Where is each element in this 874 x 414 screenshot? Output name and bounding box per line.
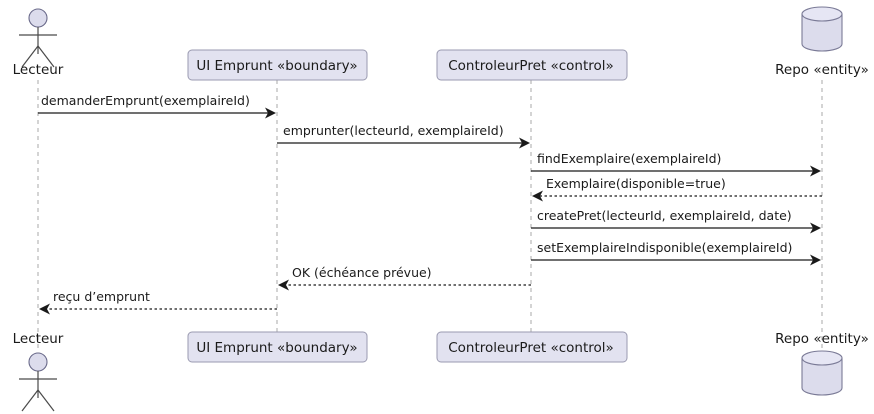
participant-box-ui_emprunt (187, 49, 368, 81)
participant-ui_emprunt-bottom[interactable]: UI Emprunt «boundary» (187, 331, 368, 363)
message-label: findExemplaire(exemplaireId) (537, 151, 721, 166)
message-5-controleur_pret-to-repo[interactable]: createPret(lecteurId, exemplaireId, date… (531, 208, 821, 234)
message-label: reçu d’emprunt (53, 289, 150, 304)
message-label: createPret(lecteurId, exemplaireId, date… (537, 208, 792, 223)
participant-lecteur-bottom[interactable]: Lecteur (13, 331, 64, 412)
participant-label-lecteur: Lecteur (13, 331, 64, 347)
message-1-lecteur-to-ui_emprunt[interactable]: demanderEmprunt(exemplaireId) (38, 93, 276, 119)
database-top-icon (801, 350, 843, 366)
participant-label-repo: Repo «entity» (775, 62, 869, 78)
message-2-ui_emprunt-to-controleur_pret[interactable]: emprunter(lecteurId, exemplaireId) (277, 123, 530, 149)
participant-controleur_pret-top[interactable]: ControleurPret «control» (436, 49, 628, 81)
participant-ui_emprunt-top[interactable]: UI Emprunt «boundary» (187, 49, 368, 81)
message-arrowhead-icon (39, 303, 50, 315)
message-arrowhead-icon (810, 165, 821, 177)
actor-leg-left-icon (21, 389, 39, 412)
message-4-repo-to-controleur_pret[interactable]: Exemplaire(disponible=true) (532, 176, 822, 202)
message-label: Exemplaire(disponible=true) (546, 176, 726, 191)
message-label: emprunter(lecteurId, exemplaireId) (283, 123, 504, 138)
participant-repo-bottom[interactable]: Repo «entity» (775, 331, 869, 396)
database-cylinder-icon (801, 357, 843, 396)
database-cylinder-icon (801, 13, 843, 52)
messages-layer: demanderEmprunt(exemplaireId) emprunter(l… (38, 93, 822, 315)
participant-box-ui_emprunt (187, 331, 368, 363)
message-arrowhead-icon (278, 279, 289, 291)
message-arrowhead-icon (810, 254, 821, 266)
participant-controleur_pret-bottom[interactable]: ControleurPret «control» (436, 331, 628, 363)
participant-label-ui_emprunt: UI Emprunt «boundary» (196, 340, 357, 356)
database-top-icon (801, 6, 843, 22)
message-arrowhead-icon (265, 107, 276, 119)
message-arrowhead-icon (519, 137, 530, 149)
participant-label-lecteur: Lecteur (13, 62, 64, 78)
participant-box-controleur_pret (436, 49, 628, 81)
message-arrowhead-icon (532, 190, 543, 202)
participant-lecteur-top[interactable]: Lecteur (13, 8, 64, 78)
actor-leg-right-icon (37, 389, 55, 412)
participant-label-repo: Repo «entity» (775, 331, 869, 347)
message-label: demanderEmprunt(exemplaireId) (41, 93, 250, 108)
participant-label-ui_emprunt: UI Emprunt «boundary» (196, 58, 357, 74)
participant-box-controleur_pret (436, 331, 628, 363)
message-8-ui_emprunt-to-lecteur[interactable]: reçu d’emprunt (39, 289, 277, 315)
message-3-controleur_pret-to-repo[interactable]: findExemplaire(exemplaireId) (531, 151, 821, 177)
actor-head-icon (28, 8, 48, 28)
message-6-controleur_pret-to-repo[interactable]: setExemplaireIndisponible(exemplaireId) (531, 240, 821, 266)
participant-label-controleur_pret: ControleurPret «control» (448, 340, 614, 356)
message-label: setExemplaireIndisponible(exemplaireId) (537, 240, 792, 255)
message-7-controleur_pret-to-ui_emprunt[interactable]: OK (échéance prévue) (278, 265, 531, 291)
participant-repo-top[interactable]: Repo «entity» (775, 6, 869, 78)
message-label: OK (échéance prévue) (292, 265, 432, 280)
participant-label-controleur_pret: ControleurPret «control» (448, 58, 614, 74)
actor-head-icon (28, 352, 48, 372)
actor-leg-right-icon (37, 45, 55, 68)
actor-leg-left-icon (21, 45, 39, 68)
lifelines-layer (37, 80, 823, 350)
message-arrowhead-icon (810, 222, 821, 234)
